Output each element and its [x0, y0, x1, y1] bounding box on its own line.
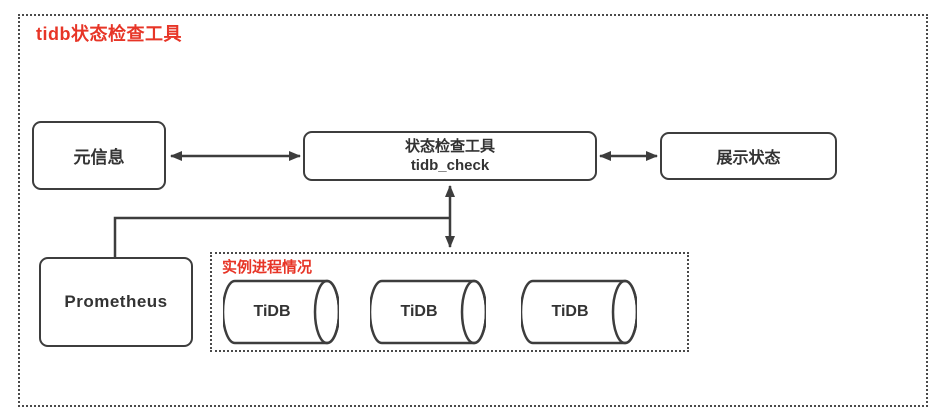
- tidb-instance-cylinder: TiDB: [521, 279, 637, 345]
- node-prometheus: Prometheus: [39, 257, 193, 347]
- instances-group-box: 实例进程情况 TiDB TiDB TiDB: [210, 252, 689, 352]
- cylinder-shape-icon: [223, 279, 339, 345]
- cylinder-shape-icon: [370, 279, 486, 345]
- cylinder-label: TiDB: [551, 303, 589, 320]
- node-prometheus-label: Prometheus: [64, 292, 168, 311]
- node-status-checker: 状态检查工具 tidb_check: [303, 131, 597, 181]
- diagram-title: tidb状态检查工具: [36, 24, 182, 44]
- node-meta-info-label: 元信息: [73, 148, 125, 167]
- node-status-checker-title: 状态检查工具: [404, 137, 495, 155]
- node-display-status: 展示状态: [660, 132, 837, 180]
- tidb-instance-cylinder: TiDB: [223, 279, 339, 345]
- cylinder-shape-icon: [521, 279, 637, 345]
- tidb-instance-cylinder: TiDB: [370, 279, 486, 345]
- node-display-status-label: 展示状态: [716, 150, 781, 167]
- node-status-checker-subtitle: tidb_check: [410, 157, 490, 174]
- tool-boundary-box: [18, 14, 928, 407]
- cylinder-label: TiDB: [400, 303, 438, 320]
- cylinder-label: TiDB: [253, 303, 291, 320]
- instances-group-label: 实例进程情况: [222, 259, 313, 276]
- node-meta-info: 元信息: [32, 121, 166, 190]
